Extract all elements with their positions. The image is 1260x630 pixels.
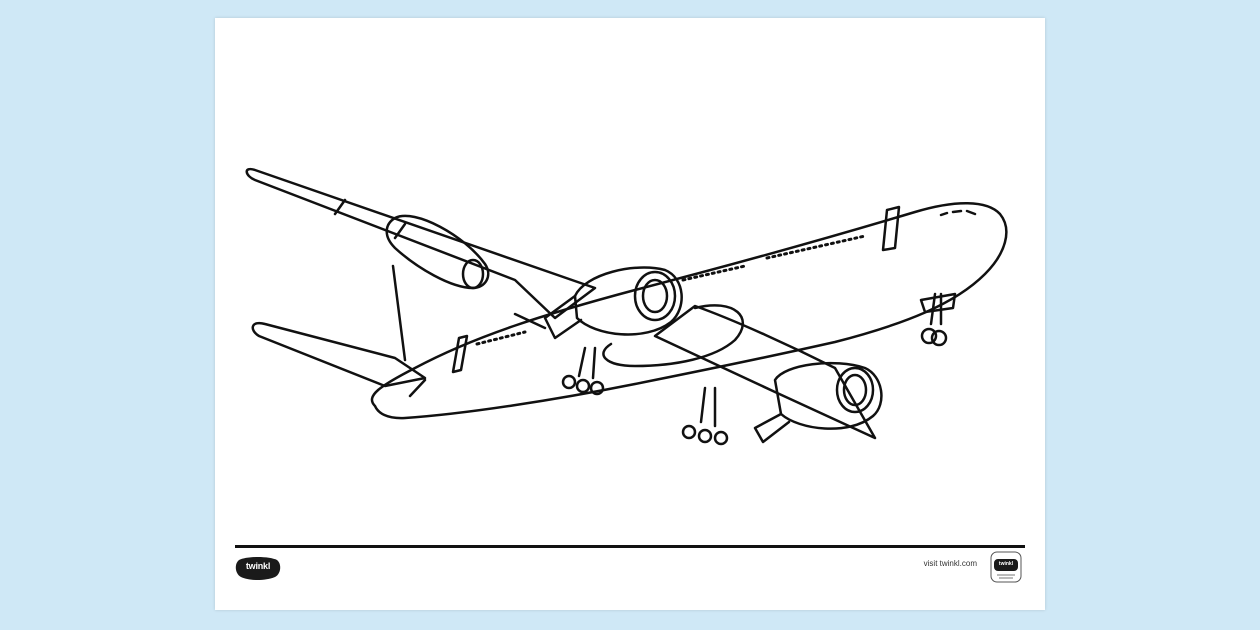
wing-root-fairing xyxy=(602,304,744,368)
lower-engine xyxy=(773,361,883,430)
rear-door xyxy=(451,334,469,374)
quality-seal xyxy=(990,551,1022,583)
right-wing xyxy=(653,304,877,440)
left-wing xyxy=(245,167,597,320)
window-row-rear xyxy=(475,330,527,346)
window-row-front xyxy=(765,234,867,260)
front-door xyxy=(881,205,901,252)
horizontal-stabilizer xyxy=(251,321,427,388)
visit-url[interactable]: visit twinkl.com xyxy=(923,559,977,568)
airplane-illustration xyxy=(245,167,1008,446)
footer-rule xyxy=(235,545,1025,548)
twinkl-logo-badge xyxy=(235,557,281,580)
cockpit-windows xyxy=(939,209,977,217)
lower-engine-intake xyxy=(835,366,875,414)
seal-text: twinkl xyxy=(998,561,1014,567)
coloring-sheet: twinkl visit twinkl.com twinkl xyxy=(215,18,1045,610)
main-gear-1 xyxy=(577,346,597,380)
fuselage xyxy=(370,202,1008,420)
upper-engine-intake xyxy=(633,270,677,322)
main-gear-2 xyxy=(699,386,717,428)
window-row-mid xyxy=(681,264,747,282)
twinkl-logo-text: twinkl xyxy=(245,561,271,571)
upper-engine xyxy=(573,266,683,336)
